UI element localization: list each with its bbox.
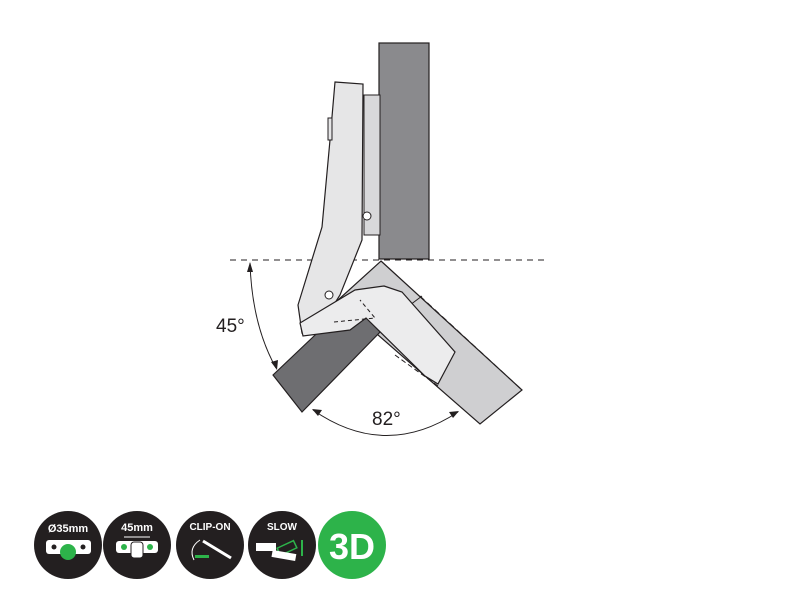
soft-close-icon: SLOW (248, 511, 316, 579)
svg-text:SLOW: SLOW (267, 522, 298, 533)
cabinet-side-panel (378, 42, 430, 260)
svg-text:Ø35mm: Ø35mm (48, 523, 89, 535)
cup-diameter-icon: Ø35mm (34, 511, 102, 579)
angle-label-82: 82° (372, 409, 401, 430)
clip-on-icon: CLIP-ON (176, 511, 244, 579)
svg-text:3D: 3D (329, 526, 375, 567)
angle-arc-82 (312, 409, 459, 436)
hole-spacing-icon: 45mm (103, 511, 171, 579)
svg-text:CLIP-ON: CLIP-ON (189, 522, 230, 533)
3d-adjust-icon: 3D (318, 511, 386, 579)
angle-arc-45 (249, 262, 277, 369)
svg-text:45mm: 45mm (121, 522, 153, 534)
angle-label-45: 45° (216, 316, 245, 337)
hinge-cup (299, 285, 456, 385)
mounting-plate (363, 94, 381, 236)
